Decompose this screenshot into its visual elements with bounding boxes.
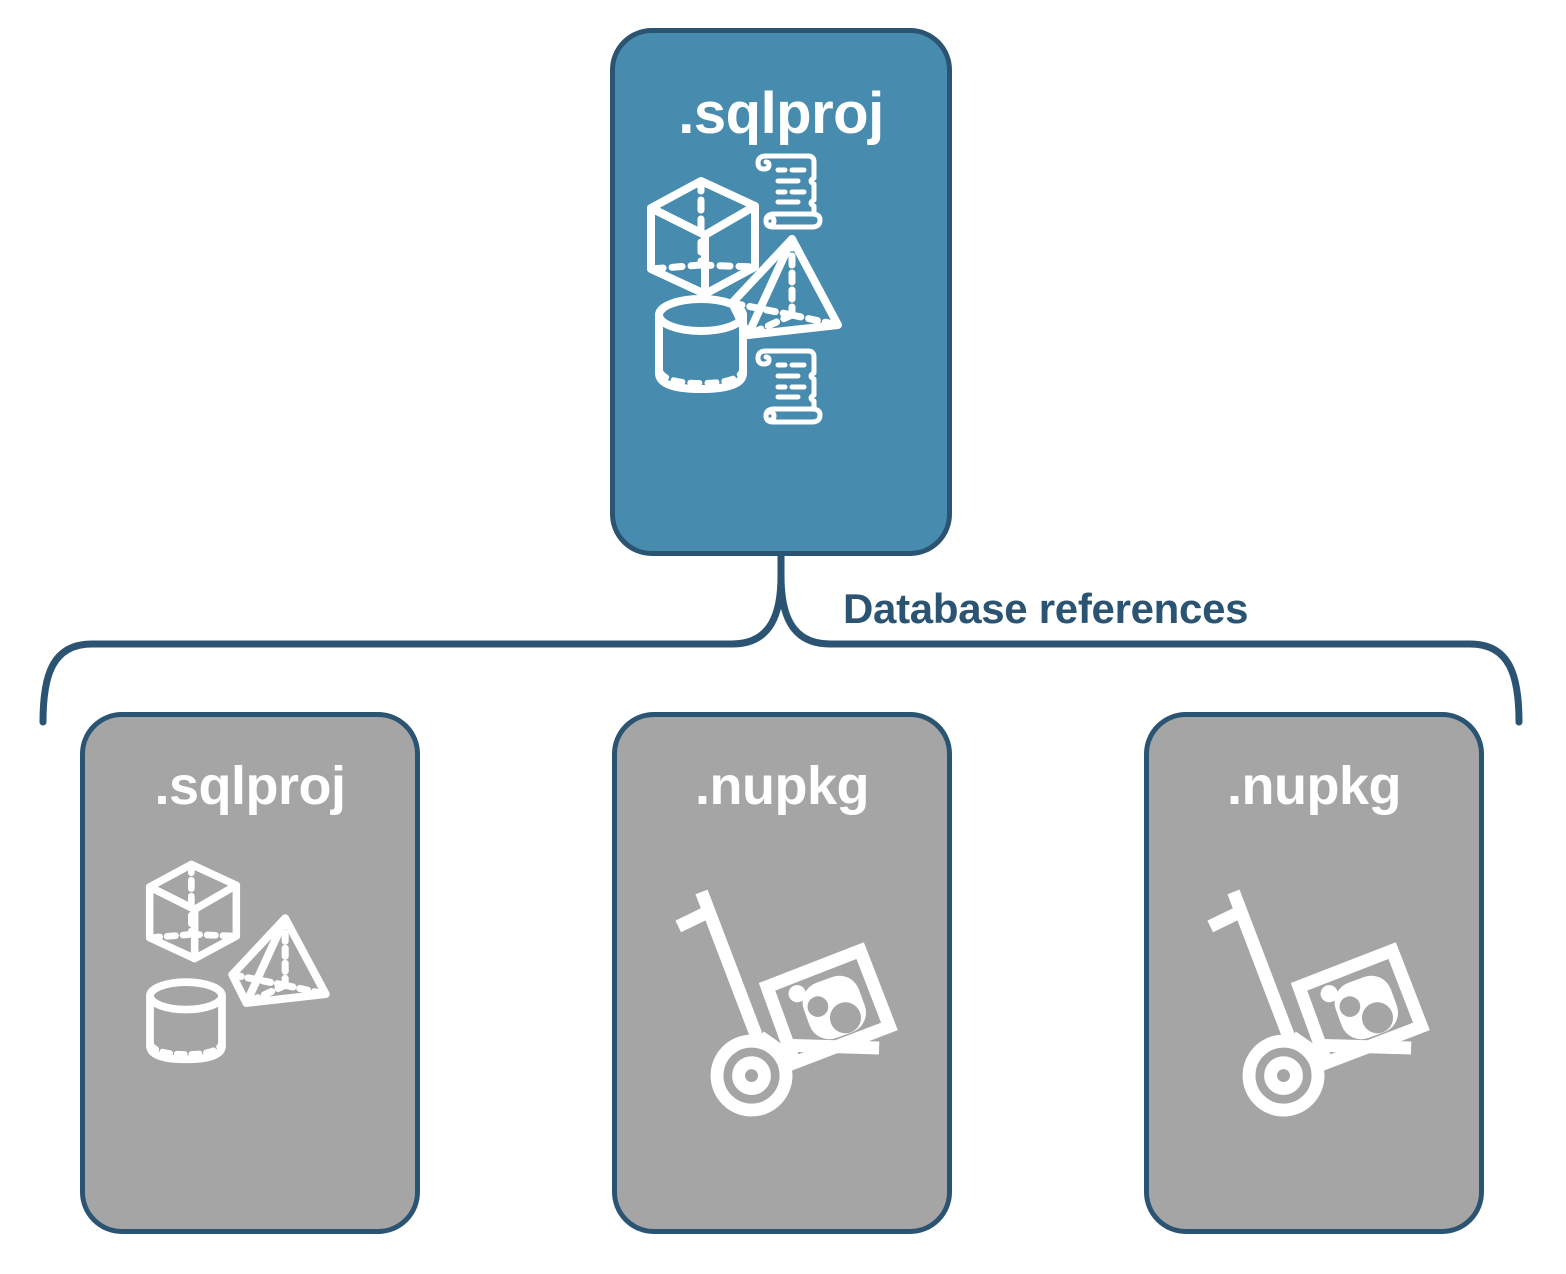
node-root-label: .sqlproj <box>678 81 884 146</box>
pyramid-icon <box>228 914 330 1007</box>
node-nupkg-child-2[interactable]: .nupkg <box>1144 712 1484 1234</box>
scroll-icon <box>755 153 823 230</box>
node-nupkg-child-1[interactable]: .nupkg <box>612 712 952 1234</box>
cube-icon <box>647 177 759 298</box>
node-child-1-label: .sqlproj <box>154 756 346 816</box>
node-child-1-icons <box>85 813 415 1229</box>
node-sqlproj-child[interactable]: .sqlproj <box>80 712 420 1234</box>
database-references-bracket <box>39 552 1523 726</box>
node-root-icons <box>615 143 947 551</box>
nuget-dolly-icon <box>675 889 898 1117</box>
node-child-2-label: .nupkg <box>695 756 869 816</box>
cylinder-icon <box>655 295 747 393</box>
node-child-2-icons <box>617 813 947 1229</box>
scroll-icon <box>755 348 823 425</box>
node-sqlproj-root[interactable]: .sqlproj <box>610 28 952 556</box>
cylinder-icon <box>146 978 226 1064</box>
node-child-3-icons <box>1149 813 1479 1229</box>
cube-icon <box>145 860 241 963</box>
node-child-3-label: .nupkg <box>1227 756 1401 816</box>
connector-label: Database references <box>843 585 1249 632</box>
nuget-dolly-icon <box>1207 889 1430 1117</box>
